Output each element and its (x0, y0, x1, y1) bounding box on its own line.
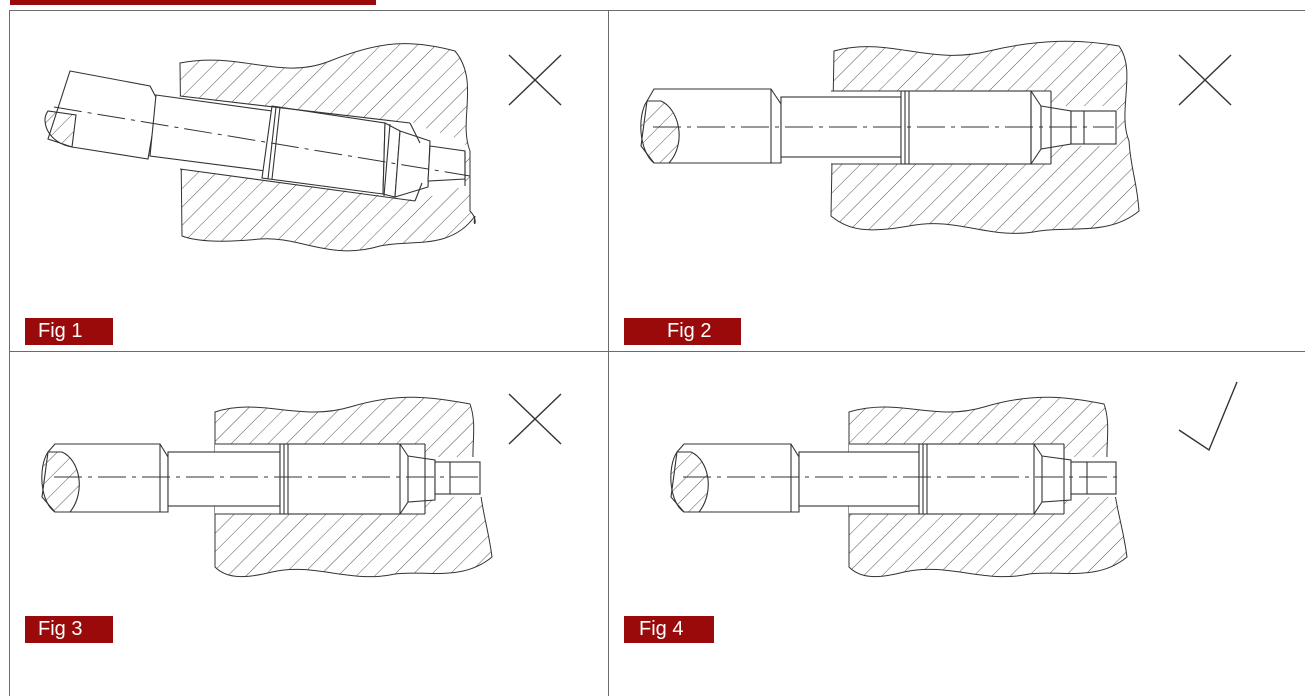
figure-3-drawing (41, 396, 493, 578)
check-icon (1178, 381, 1238, 452)
cross-icon (508, 54, 562, 106)
figure-2-drawing (640, 40, 1140, 234)
figure-label-2: Fig 2 (624, 318, 741, 345)
figure-grid (9, 10, 1305, 696)
figure-panel-1: Fig 1 (10, 11, 608, 351)
figure-label-3: Fig 3 (25, 616, 113, 643)
grid-divider-horizontal (9, 351, 1305, 352)
grid-divider-vertical (608, 10, 609, 696)
figure-panel-3: Fig 3 (10, 352, 608, 696)
cross-icon (508, 393, 562, 445)
figure-label-4: Fig 4 (624, 616, 714, 643)
header-accent-bar (10, 0, 376, 5)
figure-panel-4: Fig 4 (609, 352, 1305, 696)
cross-icon (1178, 54, 1232, 106)
figure-4-drawing (670, 396, 1128, 578)
figure-label-1: Fig 1 (25, 318, 113, 345)
figure-1-drawing (44, 43, 476, 252)
figure-panel-2: Fig 2 (609, 11, 1305, 351)
